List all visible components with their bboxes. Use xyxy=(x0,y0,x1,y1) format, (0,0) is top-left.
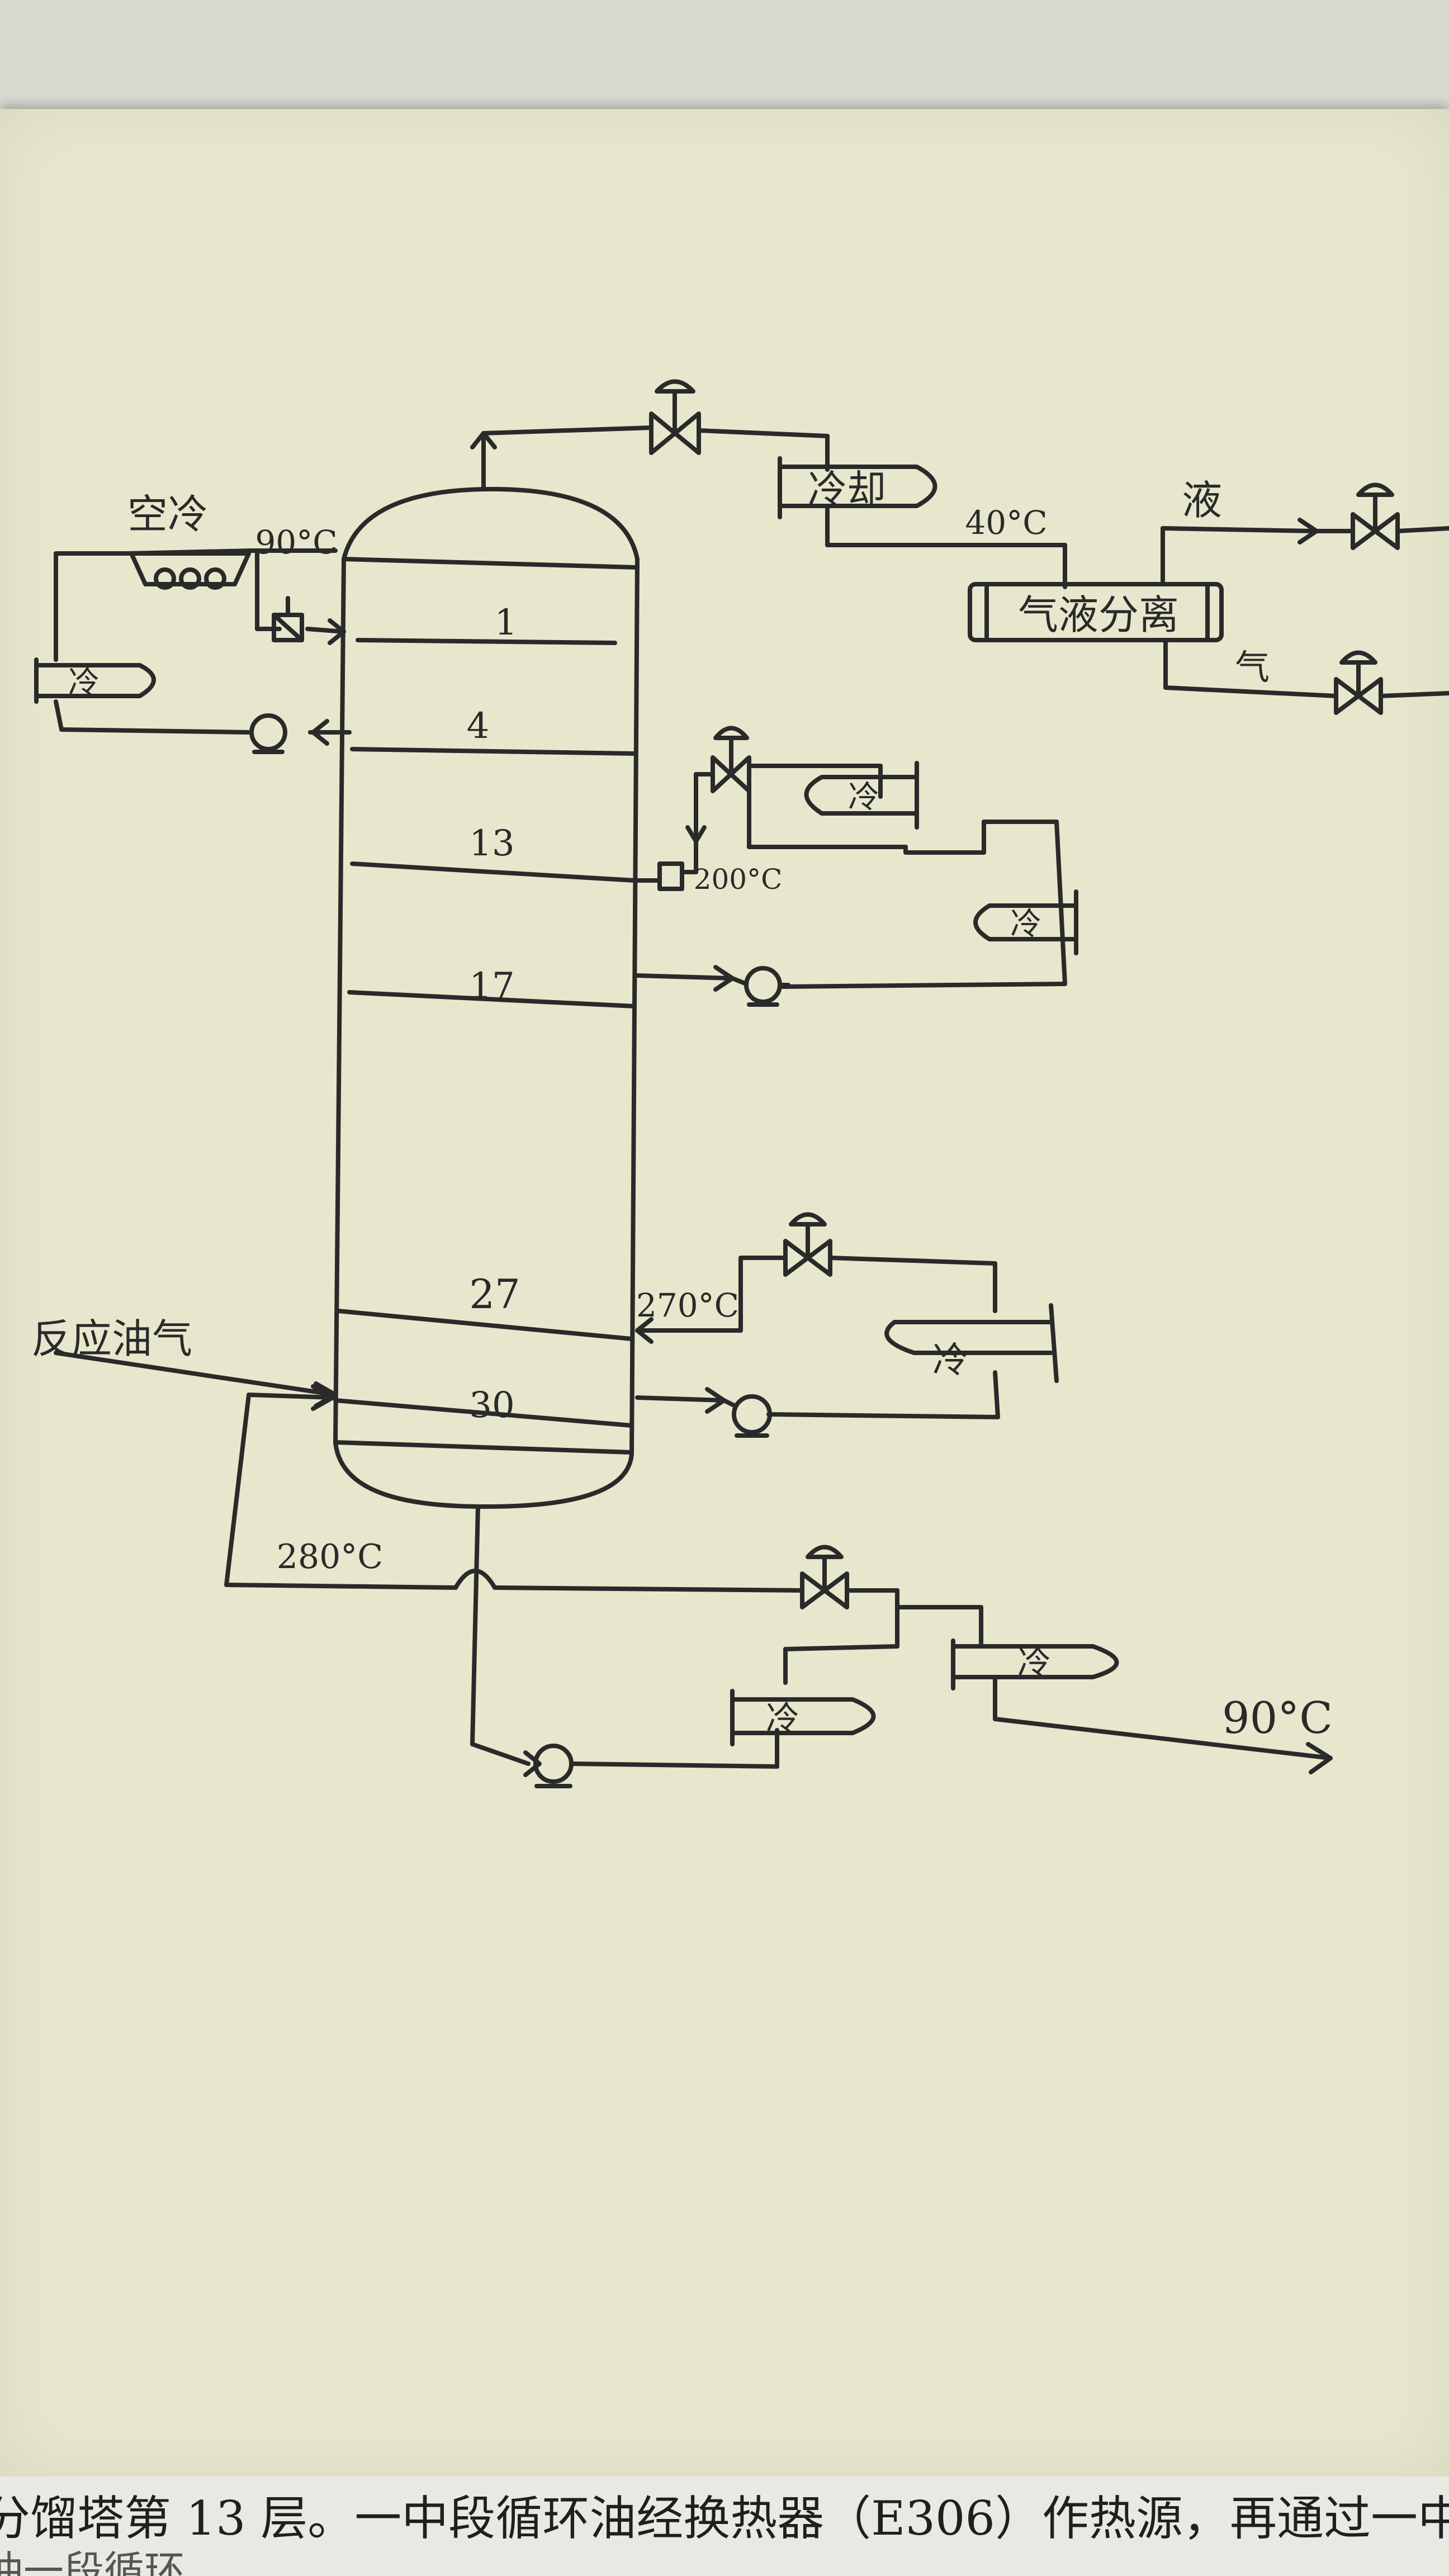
cooler-label-top: 冷 xyxy=(68,665,100,701)
side-draw-13-cooler-1: 冷 xyxy=(804,761,919,830)
tray-label-27: 27 xyxy=(469,1271,520,1318)
tray-line-top xyxy=(342,557,640,570)
temp-return-27: 270°C xyxy=(636,1286,739,1324)
side-draw-13-valve xyxy=(711,726,751,793)
mid-reflux-valve xyxy=(783,1212,832,1277)
bottom-pump xyxy=(523,1744,574,1788)
tray-label-30: 30 xyxy=(469,1385,514,1426)
top-reflux-cooler: 冷 xyxy=(34,657,156,704)
tray-line-bottom xyxy=(333,1440,634,1455)
tray-line-30 xyxy=(333,1398,634,1428)
tray-line-13 xyxy=(350,861,637,883)
fractionator-column xyxy=(333,487,640,1509)
book-text-line-2: 油一段循环 xyxy=(0,2547,185,2576)
side-draw-13-cooler-2: 冷 xyxy=(973,889,1078,955)
air-cooler xyxy=(129,551,251,590)
top-reflux-valve xyxy=(272,596,304,642)
gas-outlet-line xyxy=(1163,638,1449,715)
process-flow-diagram: 1 4 13 17 27 30 冷却 40°C 气液分离 xyxy=(31,379,1449,1788)
top-reflux-pump xyxy=(249,713,287,754)
side-draw-13-line xyxy=(635,764,1067,989)
temp-bottom-product: 90°C xyxy=(1222,1693,1333,1744)
top-reflux-loop xyxy=(54,548,352,746)
tray-line-17 xyxy=(347,990,637,1008)
gas-liquid-separator: 气液分离 xyxy=(968,582,1224,642)
cooler-label-bottom-1: 冷 xyxy=(766,1699,799,1739)
bottom-draw-line xyxy=(470,1504,779,1769)
air-cooler-label: 空冷 xyxy=(127,491,208,538)
temp-side-draw-13: 200°C xyxy=(694,863,783,896)
side-draw-17-line xyxy=(635,965,790,992)
bottom-bypass-line xyxy=(224,1384,983,1685)
bottom-product-valve xyxy=(800,1545,849,1609)
overhead-control-valve xyxy=(649,379,701,455)
cooler-label-bottom-2: 冷 xyxy=(1017,1644,1051,1683)
temp-condenser-out: 40°C xyxy=(965,504,1047,542)
cooler-label-13b: 冷 xyxy=(1010,906,1041,943)
feed-label: 反应油气 xyxy=(31,1315,192,1362)
mid-reflux-loop xyxy=(635,1256,1000,1419)
liquid-label: 液 xyxy=(1182,477,1222,524)
side-draw-17-pump xyxy=(744,966,782,1007)
temp-bottom-bypass: 280°C xyxy=(277,1537,383,1576)
cooler-label-mid: 冷 xyxy=(932,1340,968,1381)
bottom-cooler-1: 冷 xyxy=(730,1689,876,1746)
tray-label-1: 1 xyxy=(495,602,518,643)
cooler-label-13a: 冷 xyxy=(848,779,879,816)
temp-air-cooler-out: 90°C xyxy=(255,523,337,561)
tray-label-4: 4 xyxy=(467,705,490,747)
mid-reflux-cooler: 冷 xyxy=(884,1303,1059,1383)
tray-line-4 xyxy=(350,747,637,756)
book-text-line-1: 分馏塔第 13 层。一中段循环油经换热器（E306）作热源，再通过一中段（E30… xyxy=(0,2491,1449,2546)
separator-label: 气液分离 xyxy=(1018,591,1179,638)
tray-line-1 xyxy=(356,638,617,645)
tray-label-17: 17 xyxy=(469,965,514,1007)
top-paper-sheet xyxy=(0,0,1449,109)
mid-reflux-pump xyxy=(732,1394,772,1438)
gas-label: 气 xyxy=(1235,647,1270,688)
notebook-page xyxy=(0,109,1449,2476)
overhead-vapor-line xyxy=(470,425,830,491)
printed-book-text-strip: 分馏塔第 13 层。一中段循环油经换热器（E306）作热源，再通过一中段（E30… xyxy=(0,2476,1449,2576)
condenser-label: 冷却 xyxy=(808,467,886,513)
liquid-outlet-line xyxy=(1161,482,1449,586)
bottom-cooler-2: 冷 xyxy=(951,1639,1119,1690)
tray-line-27 xyxy=(336,1309,634,1341)
tray-label-13: 13 xyxy=(469,823,514,864)
bottom-product-line xyxy=(993,1675,1333,1774)
overhead-condenser: 冷却 xyxy=(778,456,937,519)
